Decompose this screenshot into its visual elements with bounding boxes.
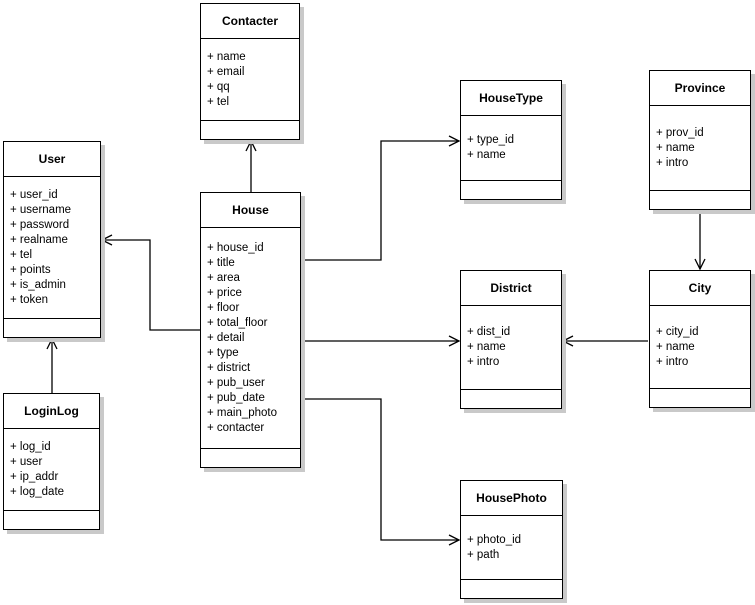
class-title: HouseType [461,81,561,116]
class-title: Province [650,71,750,106]
class-methods-compartment [461,580,562,598]
attribute: + log_id [10,440,51,453]
class-methods-compartment [461,390,561,408]
class-user[interactable]: User + user_id + username + password + real… [3,141,101,338]
attribute: + detail [207,331,245,344]
class-attributes: + dist_id + name + intro [461,306,561,390]
attribute: + name [207,50,246,63]
arrowhead-icon [448,534,461,546]
class-attributes: + name + email + qq + tel [201,39,299,121]
class-methods-compartment [201,121,299,139]
attribute: + points [10,263,51,276]
attribute: + path [467,548,500,561]
attribute: + area [207,271,240,284]
attribute: + password [10,218,70,231]
class-attributes: + photo_id + path [461,516,562,580]
class-attributes: + house_id + title + area + price + floor + t… [201,228,300,449]
arrowhead-icon [448,135,461,147]
attribute: + is_admin [10,278,66,291]
attribute: + district [207,361,251,374]
attribute: + name [656,340,695,353]
class-loginlog[interactable]: LoginLog + log_id + user + ip_addr + log_da… [3,393,100,530]
relation-line [302,398,459,541]
class-housetype[interactable]: HouseType + type_id + name [460,80,562,200]
arrowhead-icon [100,234,113,246]
class-methods-compartment [650,191,750,209]
arrowhead-icon [694,258,706,271]
attribute: + name [656,141,695,154]
class-methods-compartment [4,319,100,337]
attribute: + pub_date [207,391,265,404]
attribute: + pub_user [207,376,265,389]
relation-house-to-housetype [302,135,461,261]
relation-house-to-housephoto [302,398,461,546]
relation-line [102,239,200,331]
class-title: House [201,193,300,228]
class-methods-compartment [201,449,300,467]
class-title: District [461,271,561,306]
class-attributes: + user_id + username + password + realname +… [4,177,100,319]
attribute: + intro [656,156,689,169]
class-house[interactable]: House + house_id + title + area + price + fl… [200,192,301,468]
attribute: + user_id [10,188,58,201]
class-district[interactable]: District + dist_id + name + intro [460,270,562,409]
attribute: + city_id [656,325,699,338]
class-methods-compartment [650,389,750,407]
attribute: + main_photo [207,406,278,419]
attribute: + floor [207,301,240,314]
class-methods-compartment [4,511,99,529]
attribute: + contacter [207,421,265,434]
attribute: + house_id [207,241,264,254]
attribute: + photo_id [467,533,522,546]
relation-line [302,140,459,261]
attribute: + username [10,203,72,216]
relation-loginlog-to-user [46,337,58,393]
attribute: + type_id [467,134,514,146]
arrowhead-icon [561,335,574,347]
class-housephoto[interactable]: HousePhoto + photo_id + path [460,480,563,599]
attribute: + name [467,149,506,161]
relation-city-to-district [561,335,648,347]
class-contacter[interactable]: Contacter + name + email + qq + tel [200,3,300,140]
attribute: + tel [10,248,33,261]
attribute: + qq [207,80,230,93]
attribute: + title [207,256,235,269]
attribute: + intro [467,356,500,368]
attribute: + realname [10,233,68,246]
attribute: + total_floor [207,316,268,329]
attribute: + name [467,341,506,353]
attribute: + token [10,293,49,306]
relation-house-to-user [100,234,200,331]
class-methods-compartment [461,181,561,199]
attribute: + price [207,286,242,299]
class-title: Contacter [201,4,299,39]
class-attributes: + type_id + name [461,116,561,181]
class-city[interactable]: City + city_id + name + intro [649,270,751,408]
attribute: + email [207,65,245,78]
attribute: + user [10,455,43,468]
relation-province-to-city [694,211,706,271]
arrowhead-icon [46,337,58,350]
attribute: + prov_id [656,126,704,139]
class-title: City [650,271,750,306]
class-province[interactable]: Province + prov_id + name + intro [649,70,751,210]
arrowhead-icon [245,139,257,152]
attribute: + type [207,346,239,359]
relation-house-to-contacter [245,139,257,192]
class-title: HousePhoto [461,481,562,516]
class-attributes: + prov_id + name + intro [650,106,750,191]
class-attributes: + city_id + name + intro [650,306,750,389]
attribute: + ip_addr [10,470,59,483]
arrowhead-icon [448,335,461,347]
attribute: + log_date [10,485,65,498]
attribute: + dist_id [467,326,511,338]
relation-house-to-district [302,335,461,347]
class-attributes: + log_id + user + ip_addr + log_date [4,429,99,511]
class-title: User [4,142,100,177]
attribute: + intro [656,355,689,368]
attribute: + tel [207,95,230,108]
class-title: LoginLog [4,394,99,429]
